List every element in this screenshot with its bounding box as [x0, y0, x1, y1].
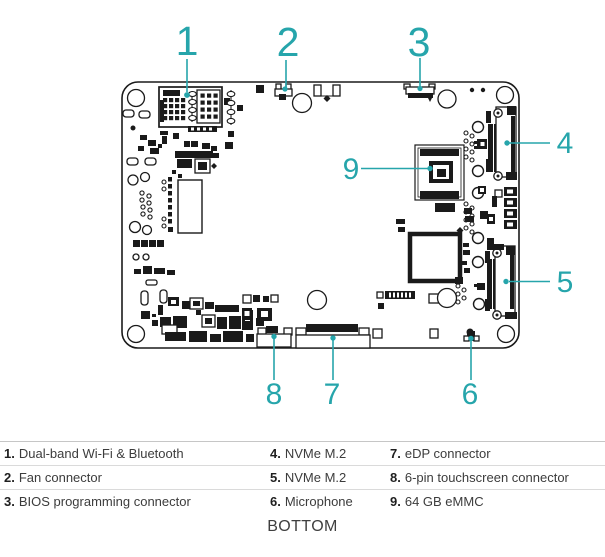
- callout-9-number: 9: [343, 153, 360, 186]
- legend-table: 1.Dual-band Wi-Fi & Bluetooth 4.NVMe M.2…: [0, 441, 605, 513]
- legend-item-2-label: Fan connector: [18, 470, 102, 485]
- legend-item-4-number: 4.: [270, 446, 281, 461]
- legend-item-6-label: Microphone: [284, 494, 353, 509]
- callout-1-number: 1: [176, 18, 199, 64]
- legend-row-1: 1.Dual-band Wi-Fi & Bluetooth 4.NVMe M.2…: [0, 442, 605, 466]
- legend-item-9-number: 9.: [390, 494, 401, 509]
- callout-6-number: 6: [462, 378, 479, 411]
- legend-item-8-number: 8.: [390, 470, 401, 485]
- legend-row-2: 2.Fan connector 5.NVMe M.2 8.6-pin touch…: [0, 466, 605, 490]
- legend-item-9-label: 64 GB eMMC: [404, 494, 484, 509]
- aux-header-connector: [313, 84, 341, 102]
- callout-5-number: 5: [557, 266, 574, 299]
- legend-item-2-number: 2.: [4, 470, 15, 485]
- board-diagram: 1 2 3 4 5 6 7: [121, 18, 574, 411]
- legend-item-4-label: NVMe M.2: [284, 446, 347, 461]
- view-label: BOTTOM: [267, 518, 338, 535]
- smd-components: [122, 109, 517, 342]
- legend-item-1-number: 1.: [4, 446, 15, 461]
- legend-item-7-label: eDP connector: [404, 446, 491, 461]
- callouts: 1 2 3 4 5 6 7: [176, 18, 574, 411]
- legend-item-6-number: 6.: [270, 494, 281, 509]
- callout-9: 9: [343, 153, 433, 186]
- legend-item-5: 5.NVMe M.2: [270, 470, 390, 485]
- callout-2-number: 2: [277, 19, 300, 65]
- nvme-m2-connector-bottom: [485, 245, 517, 320]
- legend-item-1-label: Dual-band Wi-Fi & Bluetooth: [18, 446, 184, 461]
- callout-3-number: 3: [408, 19, 431, 65]
- callout-6: 6: [462, 335, 479, 411]
- legend-item-8: 8.6-pin touchscreen connector: [390, 470, 605, 485]
- legend-item-3-number: 3.: [4, 494, 15, 509]
- legend-item-9: 9.64 GB eMMC: [390, 494, 605, 509]
- callout-4-number: 4: [557, 127, 574, 160]
- callout-5: 5: [503, 266, 573, 299]
- legend-row-3: 3.BIOS programming connector 6.Microphon…: [0, 490, 605, 513]
- legend-item-2: 2.Fan connector: [0, 470, 270, 485]
- callout-8: 8: [266, 333, 283, 411]
- legend-item-5-label: NVMe M.2: [284, 470, 347, 485]
- legend-item-4: 4.NVMe M.2: [270, 446, 390, 461]
- legend-item-1: 1.Dual-band Wi-Fi & Bluetooth: [0, 446, 270, 461]
- legend-item-8-label: 6-pin touchscreen connector: [404, 470, 569, 485]
- emmc-chip: [414, 144, 465, 212]
- legend-item-6: 6.Microphone: [270, 494, 390, 509]
- callout-8-number: 8: [266, 378, 283, 411]
- legend-item-3: 3.BIOS programming connector: [0, 494, 270, 509]
- callout-7: 7: [324, 335, 341, 411]
- mounting-holes: [126, 85, 516, 344]
- soc-chip: [396, 219, 464, 284]
- legend-item-5-number: 5.: [270, 470, 281, 485]
- legend-item-7-number: 7.: [390, 446, 401, 461]
- callout-3: 3: [408, 19, 431, 92]
- callout-7-number: 7: [324, 378, 341, 411]
- legend-item-3-label: BIOS programming connector: [18, 494, 191, 509]
- legend-item-7: 7.eDP connector: [390, 446, 605, 461]
- callout-4: 4: [504, 127, 573, 160]
- callout-2: 2: [277, 19, 300, 92]
- pcb-figure: 1 2 3 4 5 6 7: [121, 18, 574, 411]
- callout-1: 1: [176, 18, 199, 98]
